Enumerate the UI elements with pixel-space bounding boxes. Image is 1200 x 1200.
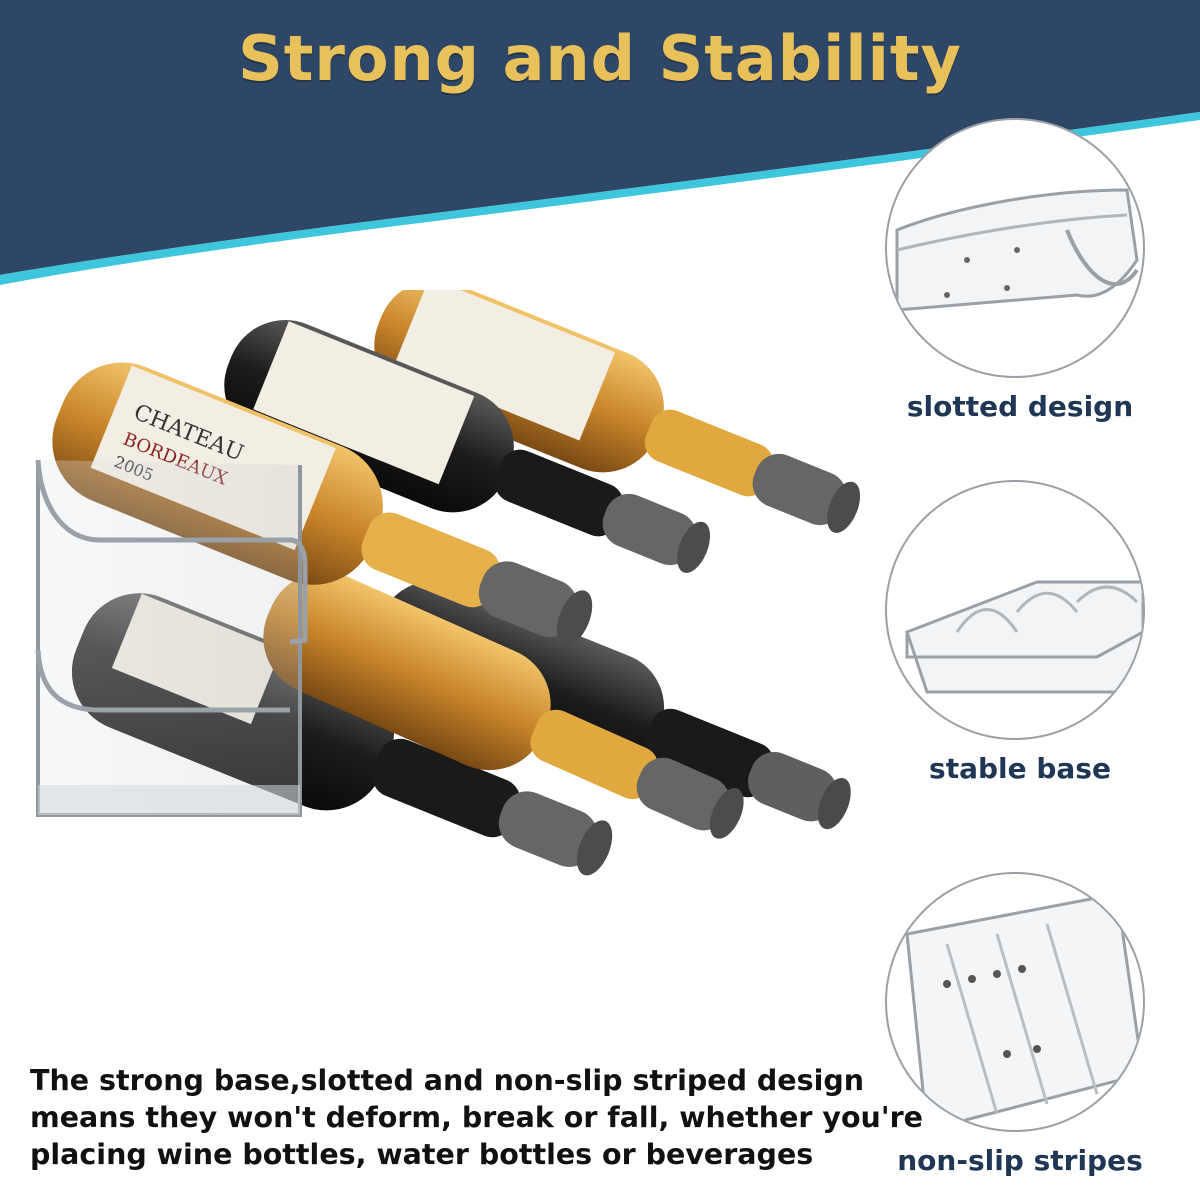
bottle-top-back (374, 290, 861, 533)
striped-tray-closeup-icon (885, 872, 1145, 1132)
detail-non-slip-stripes: non-slip stripes (880, 872, 1160, 1177)
detail-caption: stable base (929, 752, 1111, 785)
detail-slotted-design: slotted design (880, 118, 1160, 423)
description-line: The strong base,slotted and non-slip str… (30, 1064, 865, 1097)
slotted-tray-closeup-icon (885, 118, 1145, 378)
header-banner (0, 0, 1200, 285)
page-title: Strong and Stability (238, 22, 962, 95)
detail-stable-base: stable base (880, 480, 1160, 785)
bottle-top-middle (224, 320, 711, 573)
detail-caption: non-slip stripes (897, 1144, 1143, 1177)
description-text: The strong base,slotted and non-slip str… (30, 1062, 923, 1173)
bottle-lower-middle (263, 571, 744, 839)
detail-caption: slotted design (906, 390, 1134, 423)
acrylic-rack (35, 459, 308, 817)
description-line: placing wine bottles, water bottles or b… (30, 1138, 814, 1171)
base-tray-closeup-icon (885, 480, 1145, 740)
description-line: means they won't deform, break or fall, … (30, 1101, 923, 1134)
wine-rack-illustration: CHATEAU BORDEAUX 2005 (35, 290, 861, 876)
